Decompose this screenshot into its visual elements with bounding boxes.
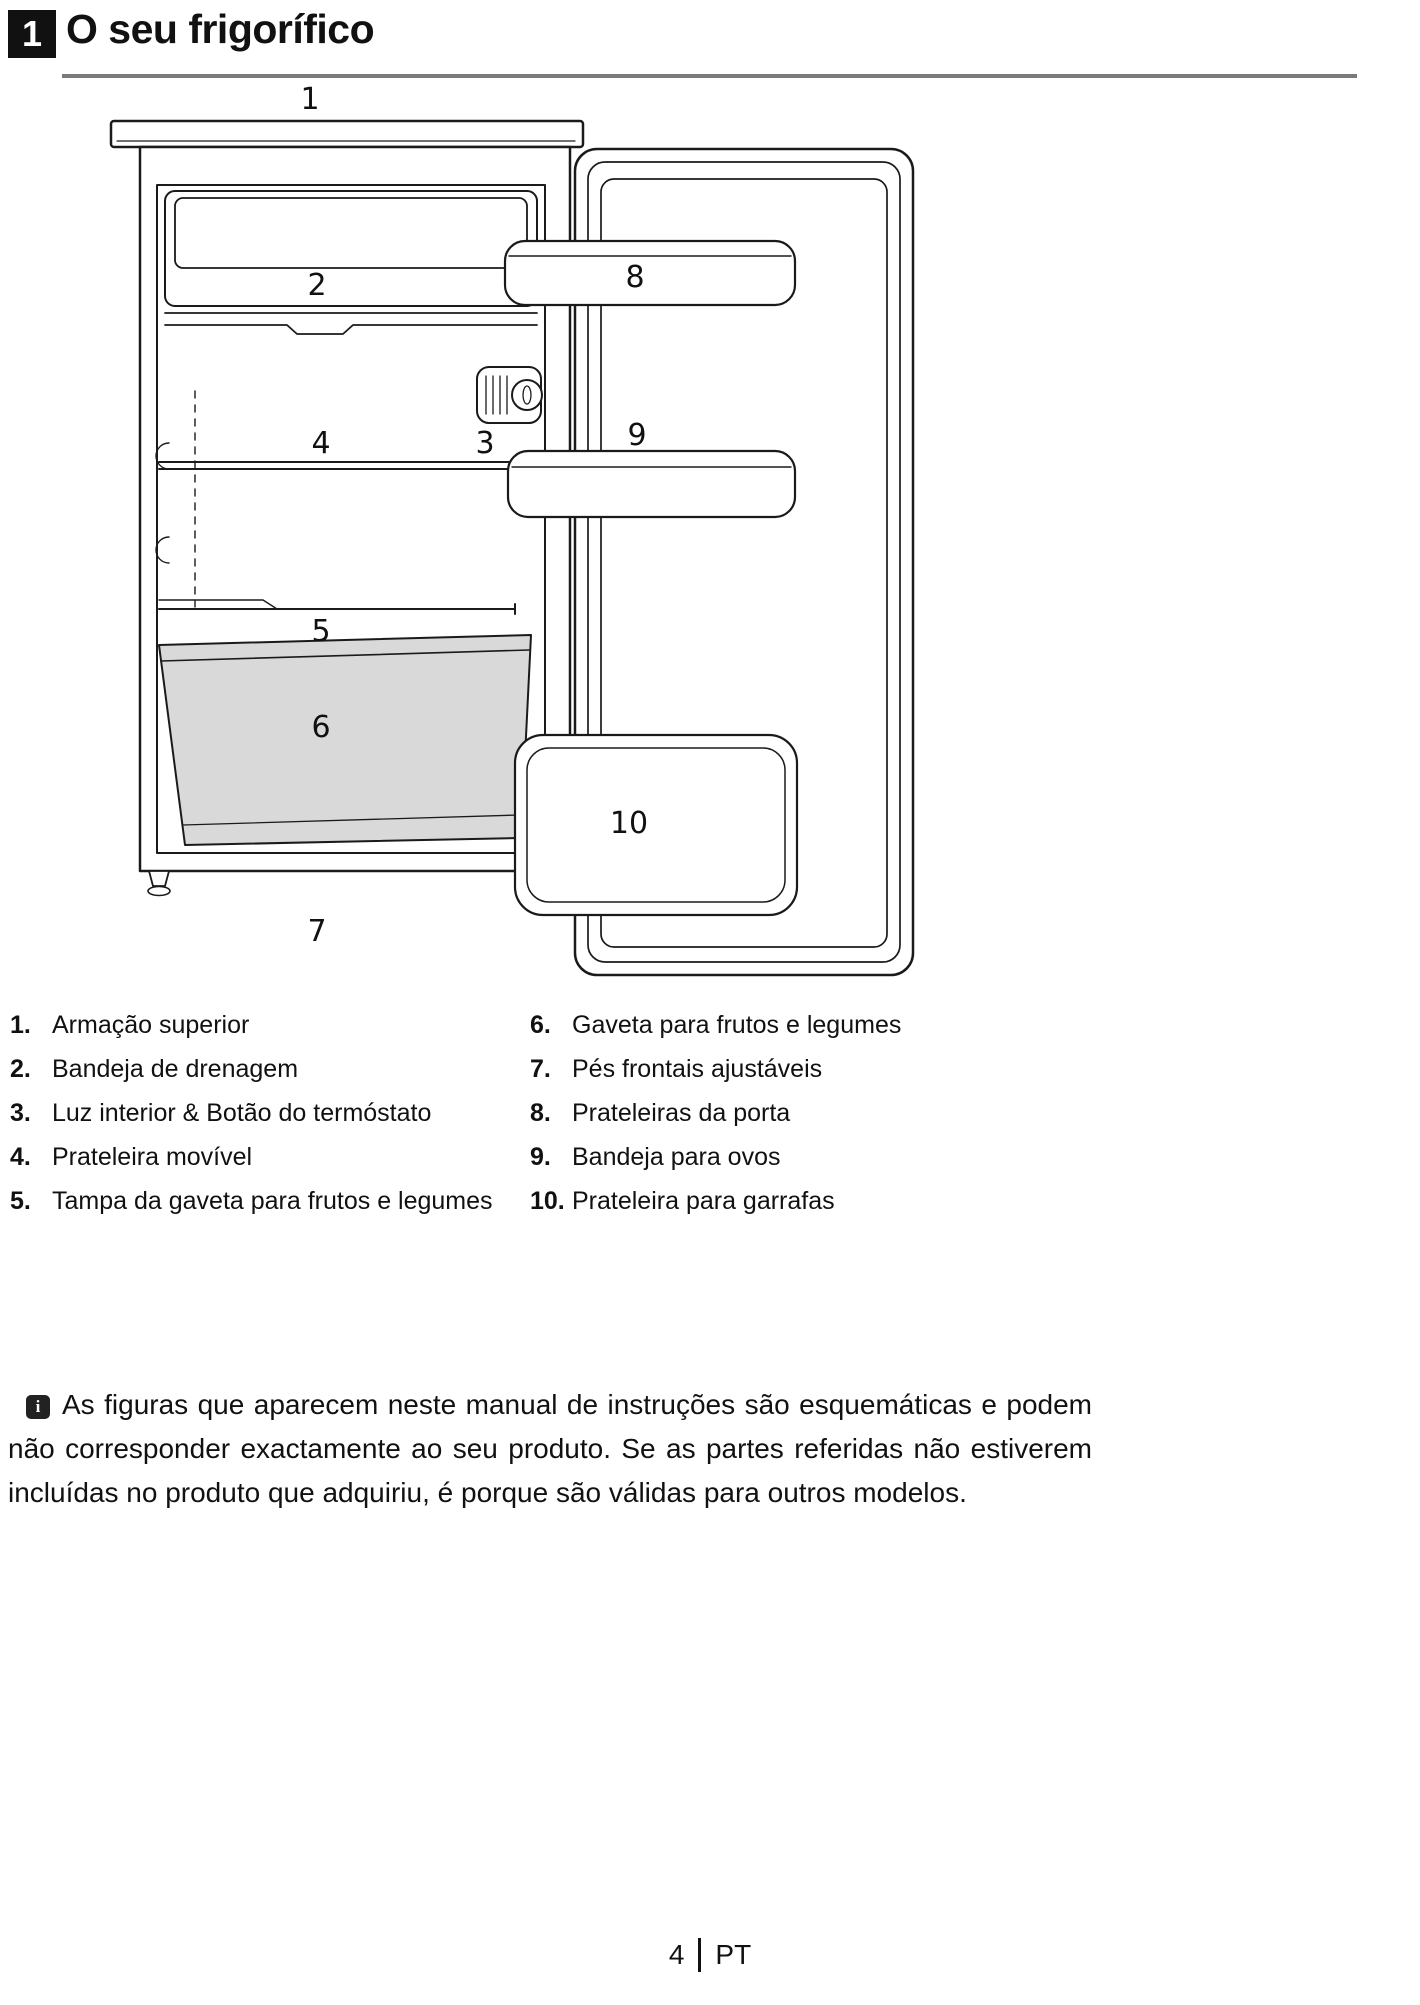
- fridge-diagram: 1 2 3 4 5 6 7 8 9 10: [95, 82, 925, 995]
- callout-6: 6: [311, 710, 330, 745]
- page-number: 4: [668, 1939, 685, 1970]
- callout-1: 1: [300, 85, 319, 117]
- part-number: 6.: [530, 1011, 551, 1039]
- callout-2: 2: [307, 268, 326, 303]
- callout-5: 5: [311, 614, 330, 649]
- part-item: 10. Prateleira para garrafas: [530, 1179, 970, 1223]
- part-label: Bandeja de drenagem: [52, 1055, 299, 1083]
- parts-list: 1. Armação superior 2. Bandeja de drenag…: [10, 1003, 970, 1223]
- part-number: 10.: [530, 1187, 565, 1215]
- callout-4: 4: [311, 426, 330, 461]
- adjustable-feet: [147, 870, 567, 897]
- part-label: Prateleira movível: [52, 1143, 253, 1171]
- section-number-badge: 1: [8, 10, 56, 58]
- part-item: 6. Gaveta para frutos e legumes: [530, 1003, 970, 1047]
- part-number: 9.: [530, 1143, 551, 1171]
- crisper-drawer: [158, 634, 532, 846]
- callout-8: 8: [625, 260, 644, 295]
- callout-3: 3: [475, 426, 494, 461]
- part-item: 5. Tampa da gaveta para frutos e legumes: [10, 1179, 530, 1223]
- part-number: 8.: [530, 1099, 551, 1127]
- part-item: 8. Prateleiras da porta: [530, 1091, 970, 1135]
- parts-column-right: 6. Gaveta para frutos e legumes 7. Pés f…: [530, 1003, 970, 1223]
- thermostat-light: [476, 366, 543, 424]
- part-number: 2.: [10, 1055, 31, 1083]
- part-label: Tampa da gaveta para frutos e legumes: [52, 1187, 493, 1215]
- crisper-cover: [158, 599, 516, 615]
- fridge-line-drawing: 1 2 3 4 5 6 7 8 9 10: [109, 82, 915, 977]
- part-item: 3. Luz interior & Botão do termóstato: [10, 1091, 530, 1135]
- page-title: O seu frigorífico: [66, 6, 375, 52]
- part-number: 4.: [10, 1143, 31, 1171]
- part-label: Prateleira para garrafas: [572, 1187, 835, 1215]
- part-label: Armação superior: [52, 1011, 250, 1039]
- part-label: Pés frontais ajustáveis: [572, 1055, 823, 1083]
- footer-divider: [698, 1938, 702, 1972]
- part-number: 1.: [10, 1011, 31, 1039]
- part-number: 3.: [10, 1099, 31, 1127]
- part-label: Bandeja para ovos: [572, 1143, 781, 1171]
- part-item: 1. Armação superior: [10, 1003, 530, 1047]
- callout-9: 9: [627, 418, 646, 453]
- header-rule: [62, 74, 1357, 78]
- top-frame: [109, 119, 585, 149]
- part-item: 2. Bandeja de drenagem: [10, 1047, 530, 1091]
- part-item: 4. Prateleira movível: [10, 1135, 530, 1179]
- part-label: Prateleiras da porta: [572, 1099, 791, 1127]
- bottle-shelf: [513, 733, 799, 917]
- info-icon: i: [26, 1395, 50, 1419]
- door-shelf-upper: [503, 239, 797, 307]
- egg-tray-shelf: [506, 449, 797, 519]
- part-item: 7. Pés frontais ajustáveis: [530, 1047, 970, 1091]
- part-item: 9. Bandeja para ovos: [530, 1135, 970, 1179]
- language-code: PT: [715, 1939, 752, 1970]
- part-label: Gaveta para frutos e legumes: [572, 1011, 902, 1039]
- drainage-tray: [164, 190, 538, 335]
- page-footer: 4 PT: [0, 1938, 1420, 1972]
- callout-10: 10: [610, 806, 648, 841]
- part-number: 5.: [10, 1187, 31, 1215]
- parts-column-left: 1. Armação superior 2. Bandeja de drenag…: [10, 1003, 530, 1223]
- part-number: 7.: [530, 1055, 551, 1083]
- note-text: As figuras que aparecem neste manual de …: [8, 1389, 1092, 1508]
- part-label: Luz interior & Botão do termóstato: [52, 1099, 432, 1127]
- callout-7: 7: [307, 914, 326, 949]
